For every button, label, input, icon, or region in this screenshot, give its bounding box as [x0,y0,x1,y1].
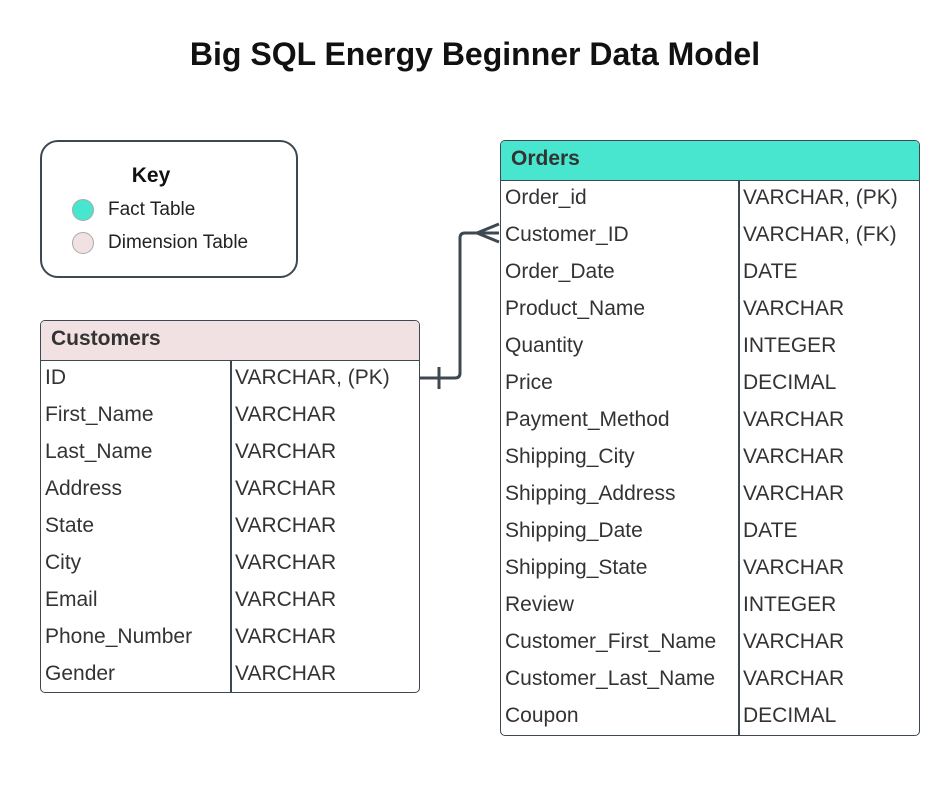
table-row: Coupon DECIMAL [501,699,919,735]
fact-table-swatch [72,199,94,221]
table-header: Customers [41,321,419,361]
table-row: Order_id VARCHAR, (PK) [501,181,919,218]
table-body: Order_id VARCHAR, (PK) Customer_ID VARCHAR,… [501,181,919,735]
column-name: Last_Name [45,440,153,463]
column-type: VARCHAR [235,514,337,537]
column-name: ID [45,366,66,389]
table-row: Product_Name VARCHAR [501,292,919,329]
column-name: Order_id [505,186,587,209]
table-row: Shipping_City VARCHAR [501,440,919,477]
column-name: Shipping_State [505,556,648,579]
many-cardinality-crowfoot [473,222,500,244]
key-item-fact: Fact Table [72,199,195,221]
column-type: VARCHAR [235,477,337,500]
column-type: VARCHAR [743,667,845,690]
column-name: Shipping_Address [505,482,676,505]
column-type: VARCHAR, (PK) [743,186,898,209]
column-name: Review [505,593,574,616]
column-type: DATE [743,519,798,542]
dimension-table-swatch [72,232,94,254]
column-name: Shipping_City [505,445,635,468]
column-name: Product_Name [505,297,646,320]
column-name: Quantity [505,334,584,357]
column-type: VARCHAR [743,630,845,653]
column-type: VARCHAR, (PK) [235,366,390,389]
table-row: ID VARCHAR, (PK) [41,361,419,398]
table-row: Gender VARCHAR [41,657,419,692]
column-type: VARCHAR, (FK) [743,223,897,246]
table-header: Orders [501,141,919,181]
column-type: VARCHAR [235,403,337,426]
table-row: Review INTEGER [501,588,919,625]
table-row: Customer_First_Name VARCHAR [501,625,919,662]
table-row: Last_Name VARCHAR [41,435,419,472]
table-row: City VARCHAR [41,546,419,583]
column-name: Price [505,371,553,394]
table-row: Phone_Number VARCHAR [41,620,419,657]
key-title: Key [131,164,171,187]
column-divider [738,181,740,735]
column-type: VARCHAR [235,551,337,574]
column-name: Payment_Method [505,408,670,431]
table-row: Shipping_Address VARCHAR [501,477,919,514]
diagram-title: Big SQL Energy Beginner Data Model [189,36,761,72]
column-type: DECIMAL [743,704,837,727]
column-name: State [45,514,95,537]
column-divider [230,361,232,692]
table-row: Email VARCHAR [41,583,419,620]
column-type: INTEGER [743,593,837,616]
legend-key: Key Fact Table Dimension Table [40,140,298,278]
column-name: Phone_Number [45,625,193,648]
table-row: Payment_Method VARCHAR [501,403,919,440]
table-row: Customer_Last_Name VARCHAR [501,662,919,699]
column-name: Order_Date [505,260,615,283]
key-item-dimension: Dimension Table [72,232,248,254]
column-name: Shipping_Date [505,519,643,542]
table-row: Shipping_State VARCHAR [501,551,919,588]
relationship-line [420,231,499,380]
table-row: State VARCHAR [41,509,419,546]
column-name: Address [45,477,123,500]
column-name: Gender [45,662,116,685]
table-row: Customer_ID VARCHAR, (FK) [501,218,919,255]
key-item-label: Dimension Table [108,232,249,253]
table-row: First_Name VARCHAR [41,398,419,435]
column-name: Coupon [505,704,579,727]
column-name: Customer_First_Name [505,630,717,653]
column-type: VARCHAR [743,556,845,579]
key-item-label: Fact Table [108,199,196,220]
table-row: Price DECIMAL [501,366,919,403]
column-type: VARCHAR [235,662,337,685]
column-name: Email [45,588,98,611]
column-type: VARCHAR [743,408,845,431]
column-type: VARCHAR [743,445,845,468]
column-type: VARCHAR [743,297,845,320]
column-type: DATE [743,260,798,283]
column-type: VARCHAR [235,588,337,611]
column-type: VARCHAR [235,440,337,463]
orders-table[interactable]: Orders Order_id VARCHAR, (PK) Customer_ID V… [500,140,920,736]
column-type: DECIMAL [743,371,837,394]
column-type: INTEGER [743,334,837,357]
table-row: Order_Date DATE [501,255,919,292]
column-name: Customer_Last_Name [505,667,716,690]
table-row: Shipping_Date DATE [501,514,919,551]
table-row: Address VARCHAR [41,472,419,509]
column-type: VARCHAR [235,625,337,648]
column-name: City [45,551,82,574]
table-row: Quantity INTEGER [501,329,919,366]
column-name: First_Name [45,403,154,426]
column-name: Customer_ID [505,223,629,246]
column-type: VARCHAR [743,482,845,505]
